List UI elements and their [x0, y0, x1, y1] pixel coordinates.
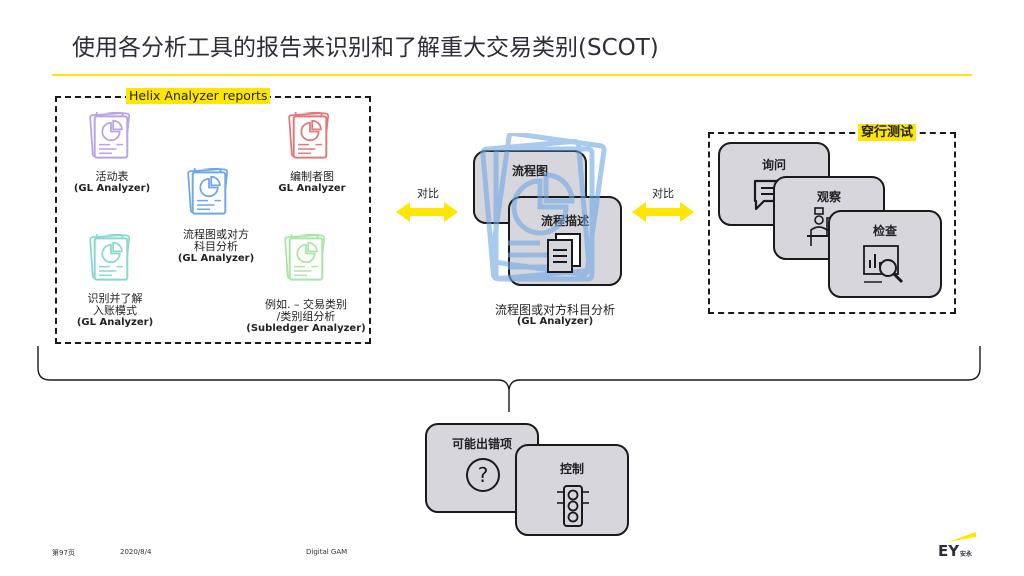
walkthrough-group	[708, 132, 956, 314]
example-report-sub: (Subledger Analyzer)	[246, 323, 366, 334]
control-card: 控制	[515, 444, 629, 536]
flow-report-sub: (GL Analyzer)	[177, 253, 255, 264]
helix-reports-label: Helix Analyzer reports	[126, 88, 271, 104]
compile-report-sub: GL Analyzer	[278, 183, 346, 194]
compare-label-left: 对比	[417, 187, 439, 200]
flow-report-icon	[187, 168, 229, 215]
double-arrow-right-icon	[632, 202, 694, 222]
flow-report-caption-1: 流程图或对方	[183, 228, 249, 241]
identify-report: 识别并了解 入账模式 (GL Analyzer)	[70, 293, 160, 329]
ey-logo-text: EY	[938, 542, 960, 560]
example-report: 例如. – 交易类别 /类别组分析 (Subledger Analyzer)	[246, 299, 366, 335]
traffic-light-icon	[557, 485, 589, 527]
compile-report-icon	[288, 112, 330, 159]
ey-logo-beam-icon	[948, 532, 976, 542]
activity-report-icon	[89, 112, 131, 159]
misstatement-card-label: 可能出错项	[451, 437, 512, 451]
example-report-caption-2: /类别组分析	[276, 310, 336, 323]
footer-date: 2020/8/4	[120, 548, 152, 556]
document-icon	[547, 233, 581, 273]
magnifier-chart-icon	[863, 245, 904, 284]
observe-card-label: 观察	[816, 190, 841, 204]
inquiry-card-label: 询问	[761, 158, 786, 172]
identify-report-caption-1: 识别并了解	[87, 292, 143, 305]
flow-caption-sub: (GL Analyzer)	[516, 316, 594, 327]
example-report-icon	[284, 234, 326, 281]
footer-doc-name: Digital GAM	[306, 548, 348, 556]
svg-text:?: ?	[478, 463, 489, 487]
inspect-card-label: 检查	[872, 224, 897, 238]
activity-report-sub: (GL Analyzer)	[73, 183, 151, 194]
compile-report-caption: 编制者图	[290, 170, 334, 183]
control-card-label: 控制	[559, 462, 584, 476]
identify-report-sub: (GL Analyzer)	[76, 317, 154, 328]
brace-connector	[37, 346, 981, 412]
ey-logo-cn: 安永	[960, 551, 973, 558]
double-arrow-left-icon	[396, 202, 458, 222]
flow-caption: 流程图或对方科目分析 (GL Analyzer)	[470, 304, 640, 328]
question-circle-icon: ?	[466, 458, 500, 492]
identify-report-caption-2: 入账模式	[93, 304, 137, 317]
flowchart-card-label: 流程图	[511, 164, 548, 178]
title-divider	[52, 74, 972, 76]
compile-report: 编制者图 GL Analyzer	[270, 171, 354, 195]
footer-page-number: 第97页	[52, 549, 75, 557]
walkthrough-label: 穿行测试	[858, 124, 917, 141]
ey-logo: EY 安永	[938, 532, 978, 562]
compare-label-right: 对比	[652, 187, 674, 200]
activity-report-caption: 活动表	[95, 170, 129, 183]
flow-report: 流程图或对方 科目分析 (GL Analyzer)	[168, 229, 264, 265]
flow-description-card-label: 流程描述	[540, 214, 589, 228]
activity-report: 活动表 (GL Analyzer)	[70, 171, 154, 195]
example-report-caption-1: 例如. – 交易类别	[265, 298, 347, 311]
identify-report-icon	[89, 234, 131, 281]
flow-caption-text: 流程图或对方科目分析	[494, 303, 615, 317]
inspect-card: 检查	[828, 210, 942, 298]
flow-report-caption-2: 科目分析	[194, 240, 238, 253]
page-title: 使用各分析工具的报告来识别和了解重大交易类别(SCOT)	[72, 35, 659, 61]
